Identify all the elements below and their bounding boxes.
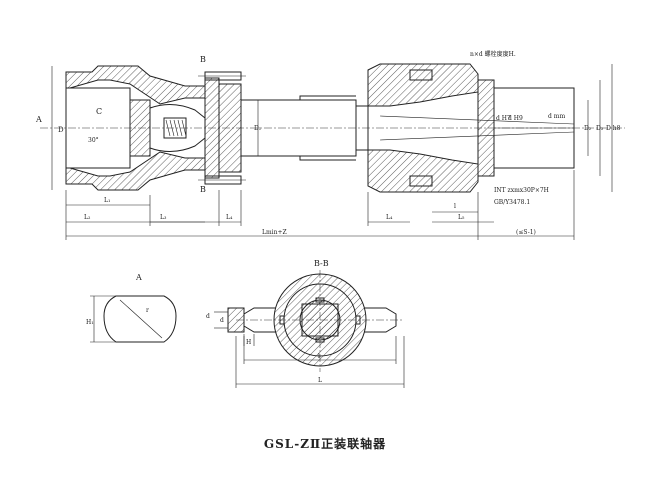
label-D1: D₁ [254,125,261,132]
right-yoke-upper [367,63,479,107]
right-bolt-lower [409,175,433,187]
label-dmm: d mm [548,113,565,120]
label-A: A [35,115,42,124]
horizontal-dimensions [65,170,575,240]
label-B-bot: B [200,185,206,194]
label-B-top: B [200,55,206,64]
label-L2: L₂ [84,214,91,221]
label-L5: L₄ [386,214,393,221]
label-nxd: n×d 螺栓度度H. [470,50,516,58]
label-L1: L₁ [104,197,110,204]
label-dd: d [220,317,224,324]
label-INT: INT zxmx30P×7H [494,187,549,194]
label-D2: D₂ [584,125,592,132]
label-L6: L₅ [458,214,465,221]
section-bb: B-B d d H l L [206,259,405,388]
needle-spring [163,117,187,139]
right-flange-plate [477,79,495,177]
left-yoke-lower [65,151,206,191]
vertical-dimensions [51,64,613,192]
label-view-A: A [135,273,142,282]
label-bb: B-B [314,259,329,268]
view-a: A H₁ r [86,273,177,343]
label-bl1: L [318,377,322,384]
label-Dh8: D h8 [606,125,621,132]
main-assembly-view: A D C 30° L₁ L₂ L₃ L₄ Lmin+Z B B D₁ n×d … [35,50,625,240]
mid-flange-left [204,77,220,179]
label-GB: GB/Y3478.1 [494,199,530,206]
label-H1: H₁ [86,319,94,326]
label-D: D [58,126,64,134]
label-r: r [146,307,149,314]
drawing-caption: GSL-ZⅡ正装联轴器 [263,437,387,451]
label-Lmin: Lmin+Z [262,229,287,236]
left-yoke-upper [65,65,206,105]
label-l2: d [206,313,210,320]
label-l: l [454,203,456,210]
right-bolt-upper [409,69,433,81]
label-dH7: d H7 [496,115,511,122]
label-L3: L₃ [160,214,167,221]
shaft-inner [355,105,369,151]
label-dh9: d H9 [508,115,523,122]
label-D3: D₃ [596,125,604,132]
label-H: H [246,339,251,346]
left-cross-bearing [129,99,151,157]
label-le: (≤S-1) [516,229,536,236]
label-bl: l [318,353,320,360]
view-a-outline [103,295,177,343]
label-angle: 30° [88,137,99,144]
label-L4: L₄ [226,214,233,221]
mid-flange-right [218,83,242,173]
label-C: C [96,107,102,116]
